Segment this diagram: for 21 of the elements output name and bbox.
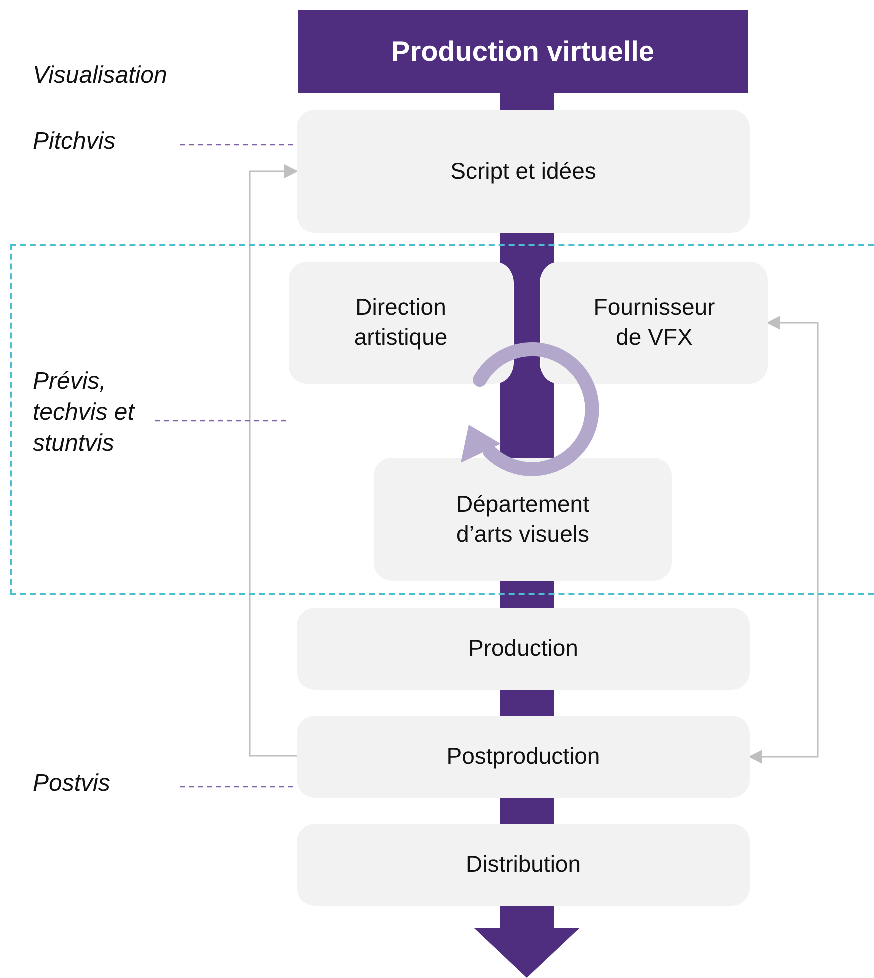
process-box: Script et idées	[297, 110, 750, 233]
process-box: Distribution	[297, 824, 750, 906]
flow-arrow	[474, 906, 580, 978]
flow-connector	[500, 798, 554, 824]
flow-connector	[500, 93, 554, 110]
flow-connector	[500, 581, 554, 608]
process-box: Département d’arts visuels	[374, 458, 672, 581]
section-label: Visualisation	[33, 61, 168, 91]
process-box: Production	[297, 608, 750, 690]
process-box: Direction artistique	[289, 262, 513, 384]
flow-connector	[500, 233, 554, 458]
flow-connector	[500, 690, 554, 716]
feedback-arrow	[249, 164, 298, 757]
dashed-region	[10, 244, 874, 595]
process-box: Fournisseur de VFX	[541, 262, 768, 384]
title-banner: Production virtuelle	[298, 10, 748, 93]
process-box: Postproduction	[297, 716, 750, 798]
stage-label: Prévis, techvis et stuntvis	[33, 366, 155, 478]
stage-label: Postvis	[33, 768, 180, 802]
stage-label: Pitchvis	[33, 126, 180, 160]
feedback-arrow	[748, 316, 819, 764]
